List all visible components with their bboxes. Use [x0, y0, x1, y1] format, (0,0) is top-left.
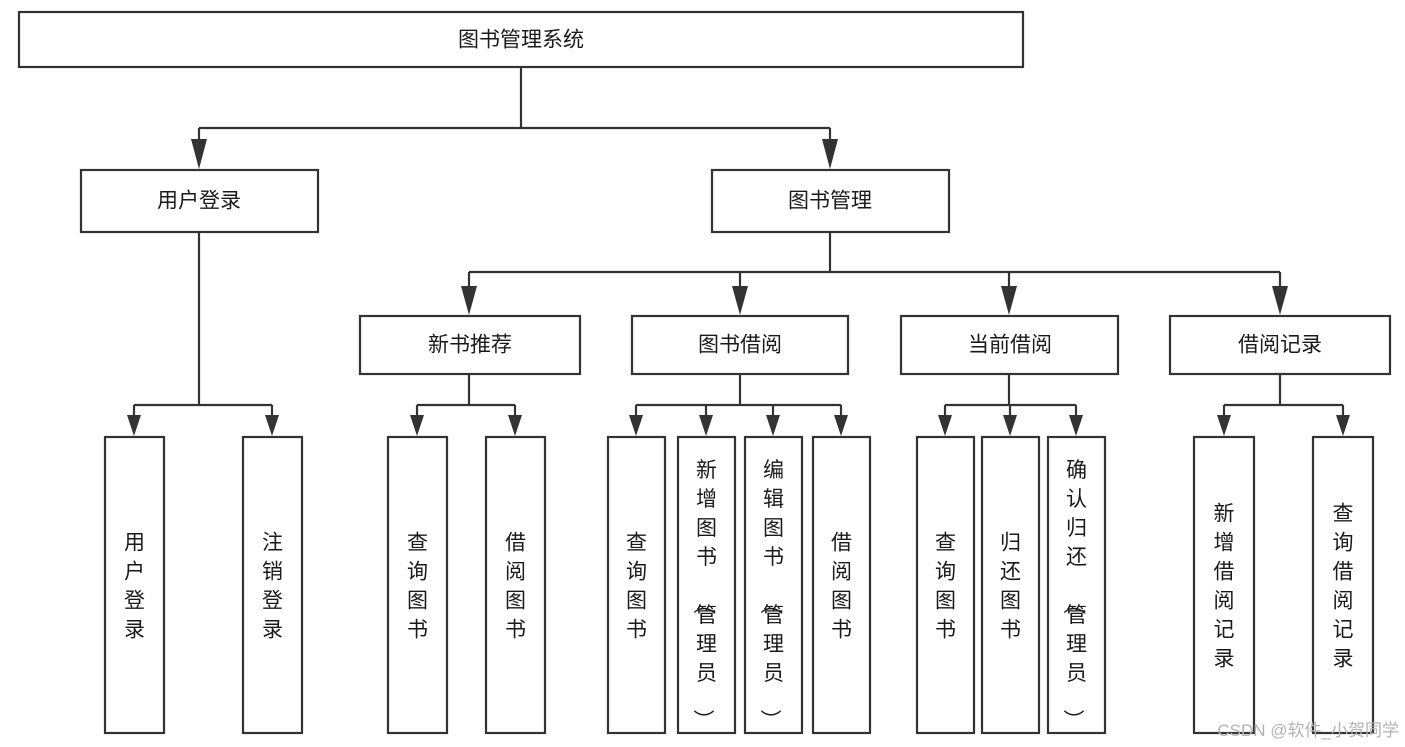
node-leaf-query-book-3-box[interactable]	[915, 435, 976, 735]
arrow-head-leaf-add-borrow-record	[1217, 415, 1231, 436]
node-user-login-label: 用户登录	[157, 190, 241, 213]
arrow-head-leaf-borrow-book-2	[834, 415, 848, 436]
arrow-head-book-management	[822, 139, 838, 169]
node-leaf-return-book-box[interactable]	[980, 435, 1041, 735]
connector-layer	[127, 67, 1350, 436]
node-leaf-query-borrow-record-label: 查询借阅记录	[1333, 503, 1354, 671]
node-leaf-query-book-1-box[interactable]	[386, 435, 449, 735]
node-leaf-query-book-2-box[interactable]	[606, 435, 667, 735]
arrow-head-leaf-confirm-return	[1069, 415, 1083, 436]
node-new-book-recommend[interactable]: 新书推荐	[358, 314, 582, 376]
node-book-management[interactable]: 图书管理	[710, 168, 951, 234]
arrow-head-leaf-query-book-3	[938, 415, 952, 436]
node-leaf-borrow-book-2[interactable]: 借阅图书	[811, 435, 872, 735]
arrow-head-leaf-edit-book	[766, 415, 780, 436]
node-leaf-add-borrow-record[interactable]: 新增借阅记录	[1192, 435, 1256, 735]
arrow-head-leaf-query-borrow-record	[1336, 415, 1350, 436]
node-leaf-edit-book-box[interactable]	[743, 435, 804, 735]
node-book-management-label: 图书管理	[788, 190, 872, 213]
arrow-head-leaf-query-book-2	[629, 415, 643, 436]
node-leaf-query-book-1[interactable]: 查询图书	[386, 435, 449, 735]
node-leaf-borrow-book-1-label: 借阅图书	[505, 532, 526, 642]
arrow-head-leaf-logout-login	[265, 415, 279, 436]
arrow-head-leaf-query-book-1	[410, 415, 424, 436]
node-leaf-user-login[interactable]: 用户登录	[103, 435, 166, 735]
node-leaf-borrow-book-2-box[interactable]	[811, 435, 872, 735]
node-user-login[interactable]: 用户登录	[79, 168, 320, 234]
node-book-borrow[interactable]: 图书借阅	[630, 314, 850, 376]
node-leaf-query-book-2[interactable]: 查询图书	[606, 435, 667, 735]
node-leaf-add-borrow-record-box[interactable]	[1192, 435, 1256, 735]
node-leaf-user-login-label: 用户登录	[124, 532, 145, 642]
node-leaf-edit-book[interactable]: 编辑图书（管理员）	[743, 435, 804, 735]
node-leaf-user-login-box[interactable]	[103, 435, 166, 735]
arrow-head-borrow-record	[1272, 286, 1288, 315]
arrow-head-leaf-user-login	[127, 415, 141, 436]
node-leaf-query-book-1-label: 查询图书	[407, 532, 428, 642]
watermark-text: CSDN @软件_小贺同学	[1217, 721, 1399, 740]
node-leaf-query-borrow-record-box[interactable]	[1311, 435, 1375, 735]
node-leaf-add-book[interactable]: 新增图书（管理员）	[676, 435, 737, 735]
node-leaf-logout-login-box[interactable]	[241, 435, 304, 735]
node-leaf-return-book-label: 归还图书	[1000, 532, 1021, 642]
node-borrow-record-box[interactable]	[1168, 314, 1392, 376]
node-current-borrow-box[interactable]	[899, 314, 1120, 376]
node-root[interactable]: 图书管理系统	[17, 10, 1025, 69]
node-leaf-query-book-3[interactable]: 查询图书	[915, 435, 976, 735]
node-current-borrow-label: 当前借阅	[968, 334, 1052, 357]
node-leaf-add-book-box[interactable]	[676, 435, 737, 735]
node-user-login-box[interactable]	[79, 168, 320, 234]
node-leaf-add-book-label: 新增图书（管理员）	[691, 459, 717, 730]
node-leaf-edit-book-label: 编辑图书（管理员）	[758, 459, 784, 730]
node-leaf-add-borrow-record-label: 新增借阅记录	[1214, 503, 1235, 671]
node-leaf-logout-login[interactable]: 注销登录	[241, 435, 304, 735]
arrow-head-leaf-add-book	[699, 415, 713, 436]
node-leaf-borrow-book-1[interactable]: 借阅图书	[484, 435, 547, 735]
arrow-head-user-login	[191, 139, 207, 169]
node-borrow-record[interactable]: 借阅记录	[1168, 314, 1392, 376]
node-current-borrow[interactable]: 当前借阅	[899, 314, 1120, 376]
node-borrow-record-label: 借阅记录	[1238, 334, 1322, 357]
node-leaf-return-book[interactable]: 归还图书	[980, 435, 1041, 735]
node-leaf-confirm-return[interactable]: 确认归还（管理员）	[1046, 435, 1107, 735]
arrow-head-current-borrow	[1001, 286, 1017, 315]
node-leaf-query-book-2-label: 查询图书	[626, 532, 647, 642]
arrow-head-book-borrow	[732, 286, 748, 315]
node-leaf-borrow-book-2-label: 借阅图书	[831, 532, 852, 642]
arrow-head-new-book-recommend	[461, 286, 477, 315]
node-root-label: 图书管理系统	[458, 29, 584, 52]
node-book-borrow-box[interactable]	[630, 314, 850, 376]
node-new-book-recommend-label: 新书推荐	[428, 334, 512, 357]
node-leaf-query-borrow-record[interactable]: 查询借阅记录	[1311, 435, 1375, 735]
arrow-head-leaf-return-book	[1003, 415, 1017, 436]
node-leaf-confirm-return-box[interactable]	[1046, 435, 1107, 735]
node-new-book-recommend-box[interactable]	[358, 314, 582, 376]
arrow-head-leaf-borrow-book-1	[508, 415, 522, 436]
node-leaf-logout-login-label: 注销登录	[262, 532, 283, 642]
node-root-box[interactable]	[17, 10, 1025, 69]
node-book-borrow-label: 图书借阅	[698, 334, 782, 357]
leaf-node-layer: 用户登录 注销登录 查询图书 借阅图书 查询图书 新增图书（管理员） 编辑图书（管理员） 借阅…	[103, 435, 1375, 735]
node-leaf-query-book-3-label: 查询图书	[935, 532, 956, 642]
node-leaf-confirm-return-label: 确认归还（管理员）	[1061, 459, 1087, 730]
node-leaf-borrow-book-1-box[interactable]	[484, 435, 547, 735]
node-book-management-box[interactable]	[710, 168, 951, 234]
